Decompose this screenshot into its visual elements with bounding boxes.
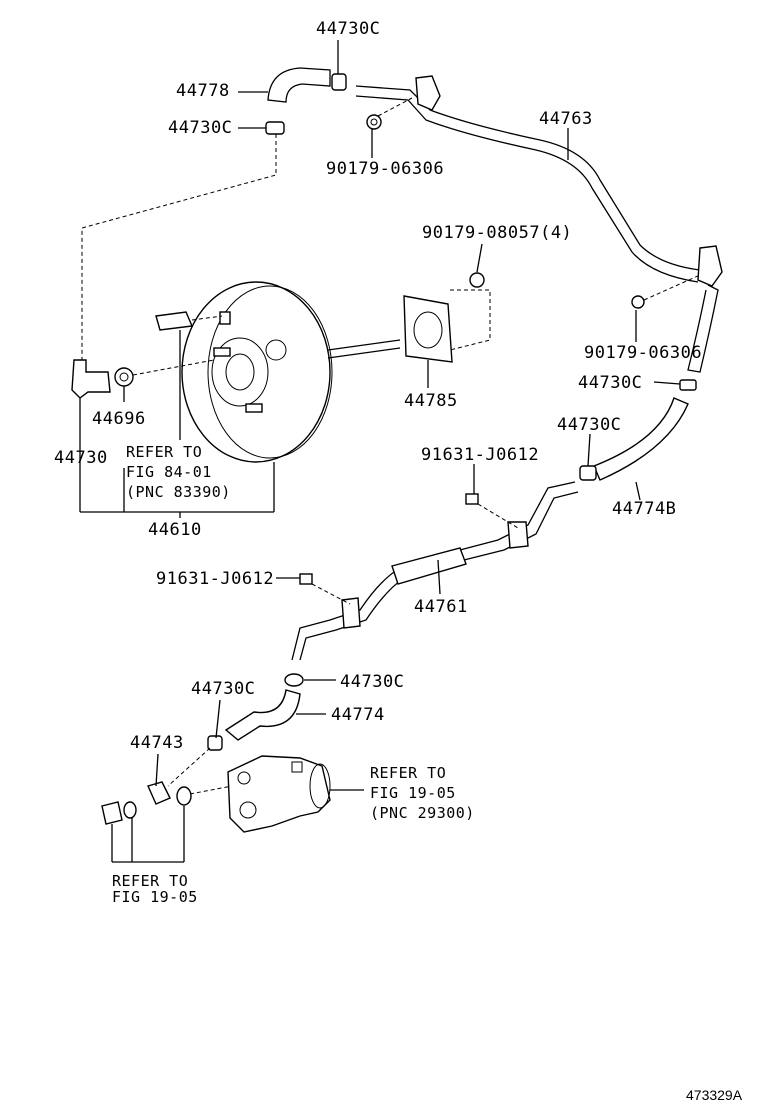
ref3-line1: REFER TO — [112, 872, 188, 890]
label-44730C-mid: 44730C — [557, 415, 621, 435]
sensor-connector — [155, 311, 223, 331]
gasket-left — [123, 801, 137, 819]
bolt-91631-J0612-b — [299, 573, 351, 605]
label-44743: 44743 — [130, 733, 184, 753]
bolt-91631-J0612-a — [465, 493, 519, 529]
label-44785: 44785 — [404, 391, 458, 411]
vacuum-pump — [227, 755, 331, 833]
bolt-left — [101, 801, 123, 825]
check-valve-44730 — [71, 359, 111, 399]
gasket-right — [176, 786, 192, 806]
grommet-44696 — [114, 367, 134, 387]
label-44610: 44610 — [148, 520, 202, 540]
ref1-line1: REFER TO — [126, 443, 202, 461]
clamp-44730C-low-left — [207, 735, 223, 751]
clamp-44730C-right — [679, 379, 697, 391]
clamp-44730C-left — [265, 121, 285, 135]
bracket-44610 — [79, 398, 275, 518]
label-91631-J0612-a: 91631-J0612 — [421, 445, 539, 465]
label-44774: 44774 — [331, 705, 385, 725]
label-44730C-right: 44730C — [578, 373, 642, 393]
label-91631-J0612-b: 91631-J0612 — [156, 569, 274, 589]
label-44730C-low-left: 44730C — [191, 679, 255, 699]
ref2-line1: REFER TO — [370, 764, 446, 782]
ref-note-fig-19-05-pump: REFER TO FIG 19-05 (PNC 29300) — [370, 764, 475, 822]
label-44774B: 44774B — [612, 499, 676, 519]
clamp-44730C-low-right — [284, 673, 304, 687]
nut-90179-06306-top — [366, 114, 382, 130]
label-90179-06306-right: 90179-06306 — [584, 343, 702, 363]
ref1-line2: FIG 84-01 — [126, 463, 212, 481]
hose-44774 — [224, 689, 301, 741]
label-44730: 44730 — [54, 448, 108, 468]
brake-booster-44610 — [181, 281, 401, 463]
nut-90179-06306-right — [631, 295, 645, 309]
label-44778: 44778 — [176, 81, 230, 101]
hose-44778 — [267, 67, 331, 103]
ref2-line3: (PNC 29300) — [370, 804, 475, 822]
figure-id: 473329A — [686, 1087, 743, 1103]
pipe-44763 — [355, 75, 723, 373]
label-44730C-low-right: 44730C — [340, 672, 404, 692]
label-44696: 44696 — [92, 409, 146, 429]
ref1-line3: (PNC 83390) — [126, 483, 231, 501]
bracket-ref3 — [111, 806, 185, 863]
clamp-44730C-mid — [579, 465, 597, 481]
ref-note-fig-84-01: REFER TO FIG 84-01 (PNC 83390) — [126, 443, 231, 501]
label-44763: 44763 — [539, 109, 593, 129]
nut-90179-08057 — [469, 272, 485, 288]
label-44730C-top: 44730C — [316, 19, 380, 39]
label-44761: 44761 — [414, 597, 468, 617]
ref2-line2: FIG 19-05 — [370, 784, 456, 802]
clamp-44730C-top — [331, 73, 347, 91]
ref3-line2: FIG 19-05 — [112, 888, 198, 906]
label-44730C-left: 44730C — [168, 118, 232, 138]
label-90179-08057: 90179-08057(4) — [422, 223, 572, 243]
union-44743 — [147, 781, 171, 805]
label-90179-06306-top: 90179-06306 — [326, 159, 444, 179]
gasket-44785 — [403, 289, 491, 363]
hose-44774B — [593, 397, 689, 481]
pipe-44761 — [291, 481, 579, 661]
ref-note-fig-19-05-left: REFER TO FIG 19-05 — [112, 872, 198, 906]
